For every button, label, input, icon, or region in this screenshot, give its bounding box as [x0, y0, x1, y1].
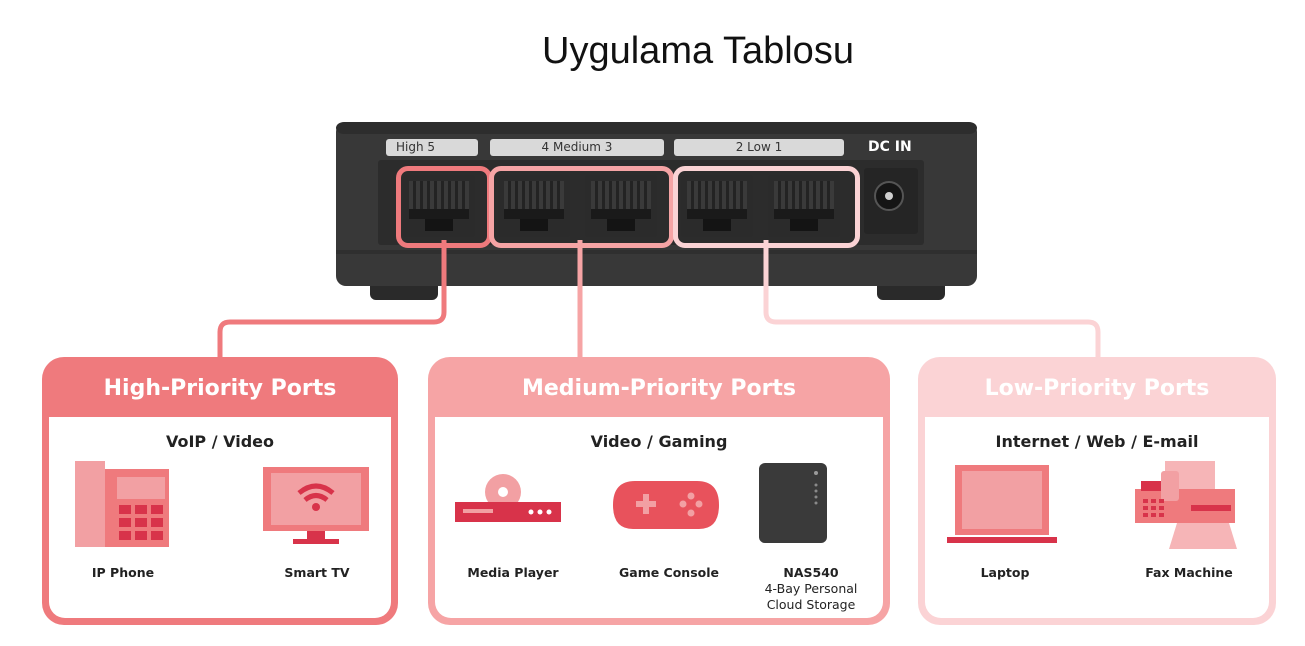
smart-tv-icon: [263, 467, 369, 544]
nas-icon: [759, 463, 827, 543]
device-label: Smart TV: [284, 565, 350, 580]
ethernet-port-1: [768, 175, 840, 237]
device-label: IP Phone: [91, 565, 155, 580]
ethernet-port-2: [681, 175, 753, 237]
ip-phone-icon: [75, 461, 169, 547]
device-label: Media Player: [467, 565, 559, 580]
card-body: VoIP / Video IP Phone Smart TV: [49, 417, 391, 618]
card-heading: Low-Priority Ports: [984, 376, 1210, 401]
use-case-label: Internet / Web / E-mail: [995, 432, 1199, 451]
ethernet-port-5: [403, 175, 475, 237]
device-label: Game Console: [619, 565, 719, 580]
low-priority-card: Low-Priority Ports Internet / Web / E-ma…: [918, 357, 1276, 625]
low-port-highlight: [673, 166, 860, 248]
high-port-highlight: [396, 166, 492, 248]
port-label-high: High 5: [386, 139, 478, 156]
medium-port-highlight: [489, 166, 674, 248]
device-sublabel: 4-Bay Personal: [764, 581, 858, 596]
media-player-icon: [455, 474, 561, 522]
card-heading: Medium-Priority Ports: [521, 376, 797, 401]
medium-priority-card: Medium-Priority Ports Video / Gaming Med…: [428, 357, 890, 625]
page-title: Uygulama Tablosu: [542, 30, 854, 72]
device-label: Laptop: [980, 565, 1030, 580]
ethernet-port-4: [498, 175, 570, 237]
use-case-label: Video / Gaming: [590, 432, 728, 451]
ethernet-port-3: [585, 175, 657, 237]
card-body: Internet / Web / E-mail Laptop Fax Machi…: [925, 417, 1269, 618]
device-label: Fax Machine: [1145, 565, 1233, 580]
device-sublabel: Cloud Storage: [766, 597, 856, 612]
card-body: Video / Gaming Media Player Game Console…: [435, 417, 883, 618]
dc-in-label: DC IN: [868, 139, 912, 155]
laptop-icon: [947, 465, 1057, 543]
game-console-icon: [613, 481, 719, 529]
port-label-low: 2 Low 1: [674, 139, 844, 156]
high-priority-card: High-Priority Ports VoIP / Video IP Phon…: [42, 357, 398, 625]
fax-machine-icon: [1135, 461, 1237, 549]
device-label: NAS540: [783, 565, 839, 580]
card-heading: High-Priority Ports: [103, 376, 337, 401]
port-label-medium: 4 Medium 3: [490, 139, 664, 156]
use-case-label: VoIP / Video: [165, 432, 275, 451]
